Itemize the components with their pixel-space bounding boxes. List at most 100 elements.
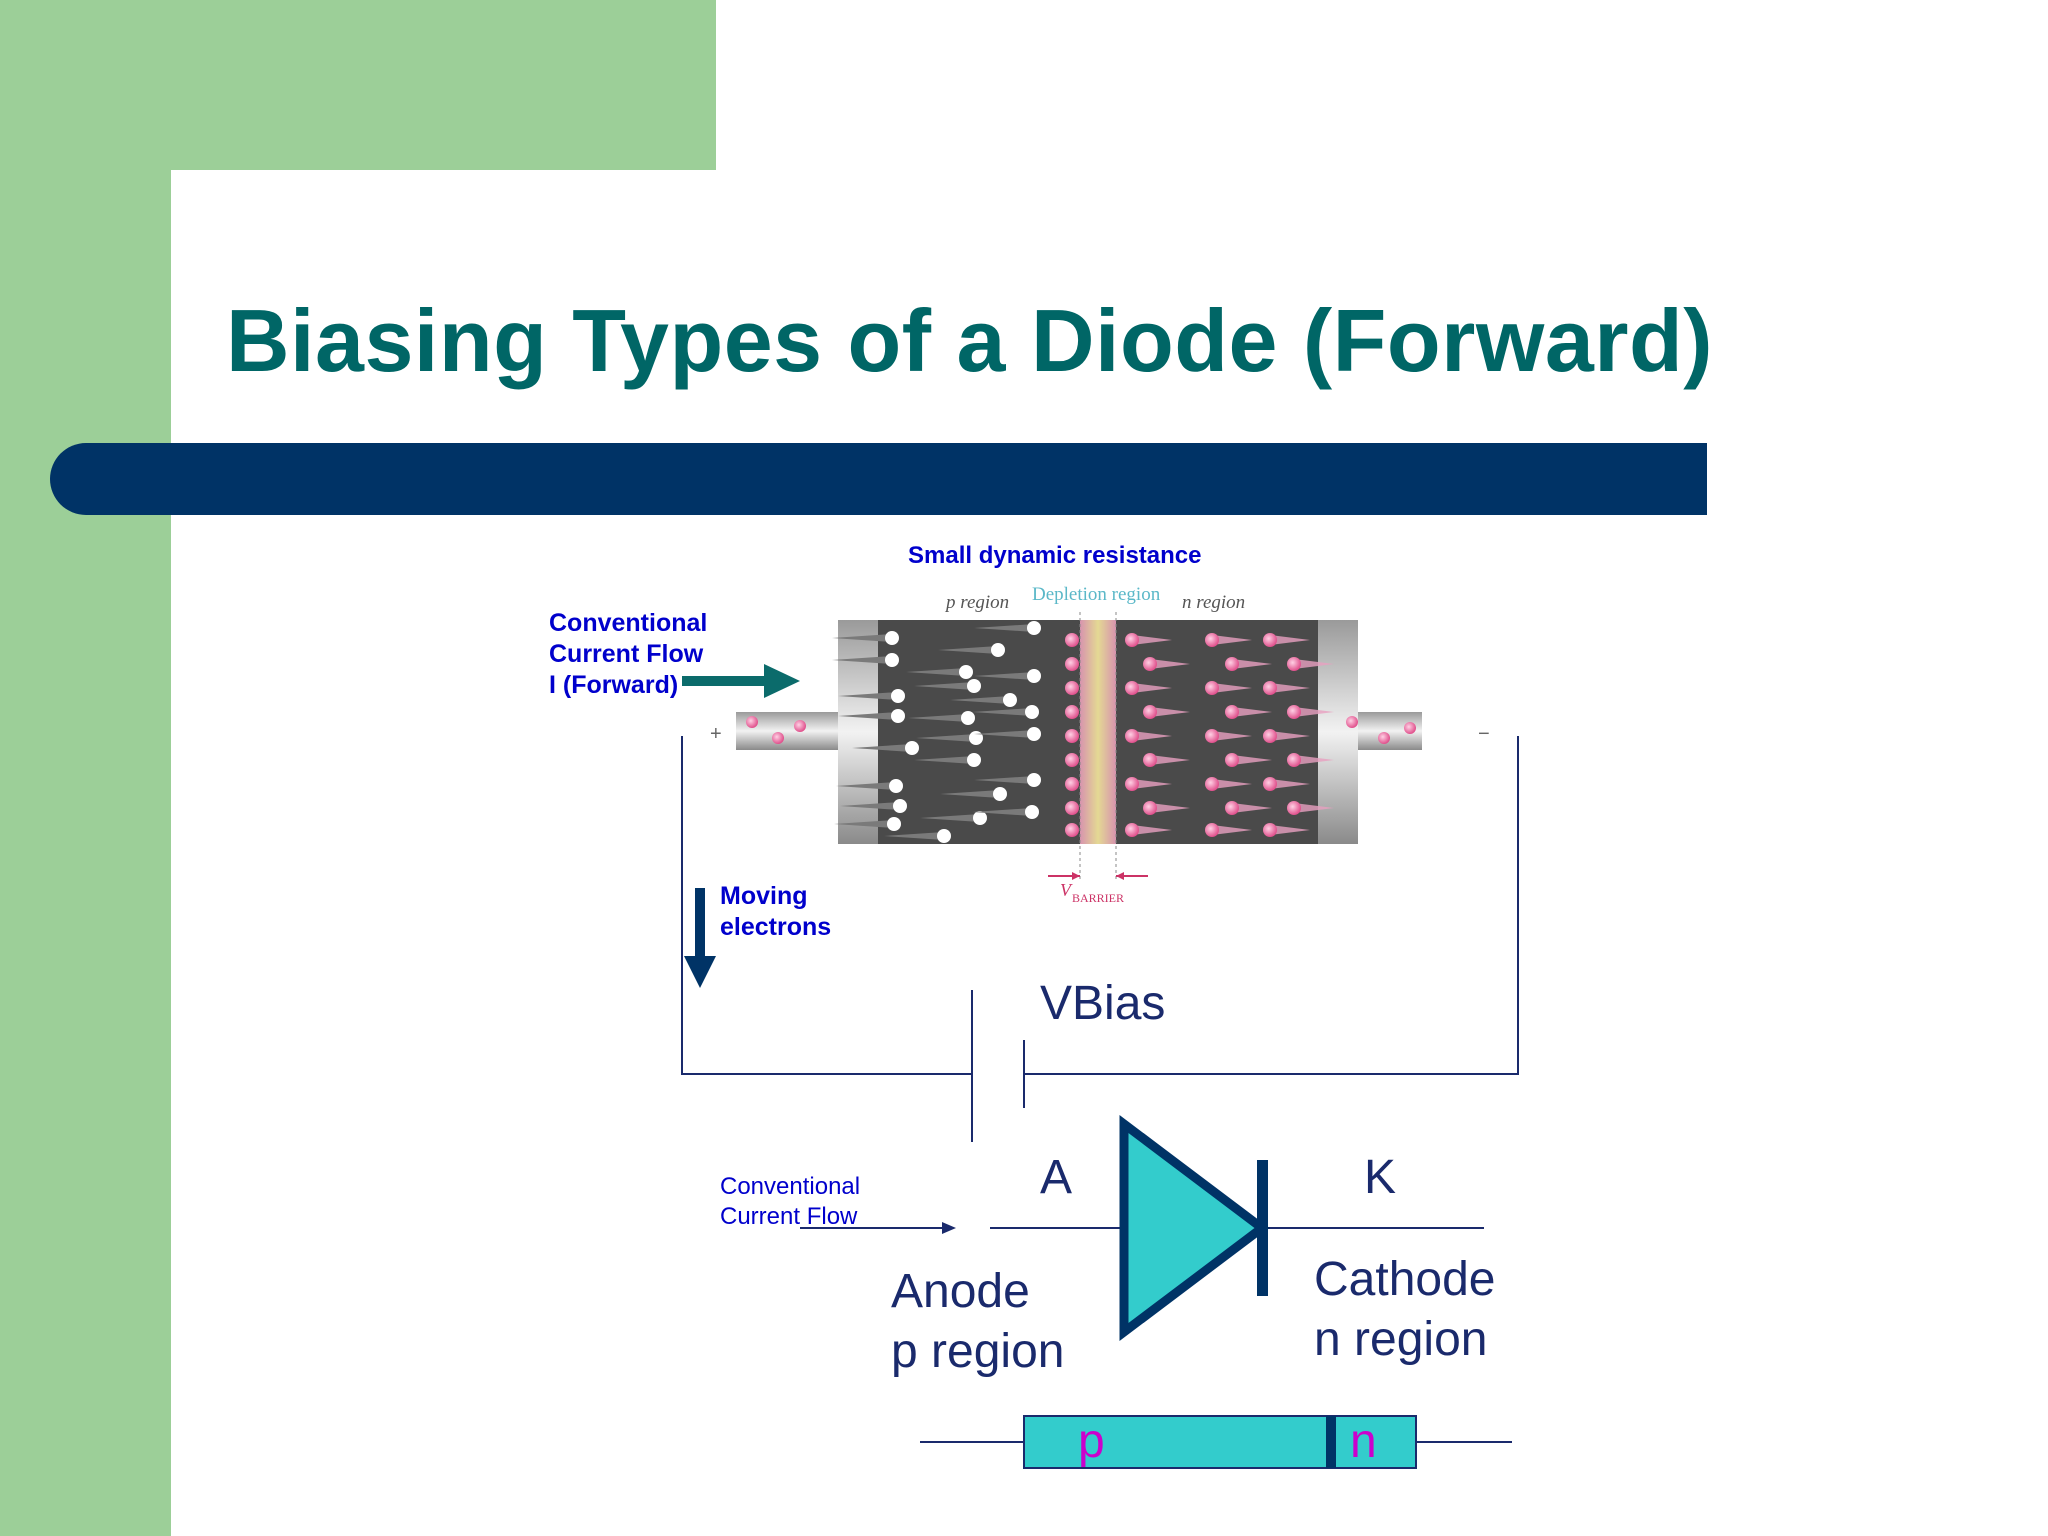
diode-triangle-symbol <box>1119 1114 1270 1342</box>
electron-trail <box>1150 659 1190 669</box>
electron <box>1065 705 1079 719</box>
electron-trail <box>1270 825 1310 835</box>
lead-electron <box>1404 722 1416 734</box>
hole-trail <box>832 634 892 642</box>
cathode-line-1: Cathode <box>1314 1253 1496 1306</box>
electron-trail <box>1132 779 1172 789</box>
hole-trail <box>972 708 1032 716</box>
electron-trail <box>1212 825 1252 835</box>
depletion-region <box>1080 620 1116 844</box>
conventional-line-3: I (Forward) <box>549 671 679 699</box>
hole <box>967 753 981 767</box>
current-arrow-head <box>764 664 800 698</box>
pn-bar-n-letter: n <box>1350 1415 1377 1468</box>
hole <box>973 811 987 825</box>
cathode-letter: K <box>1364 1151 1397 1204</box>
hole-trail <box>920 814 980 822</box>
electron <box>1125 823 1139 837</box>
anode-letter: A <box>1040 1151 1073 1204</box>
electron-trail <box>1132 635 1172 645</box>
hole-trail <box>974 672 1034 680</box>
electron-trail <box>1150 707 1190 717</box>
electron-trail <box>1294 803 1334 813</box>
lead-electron <box>794 720 806 732</box>
diode-crystal-figure <box>736 612 1422 880</box>
hole <box>885 631 899 645</box>
small-conventional-line-2: Current Flow <box>720 1203 858 1230</box>
electron <box>1263 777 1277 791</box>
electron <box>1143 657 1157 671</box>
electron-trail <box>1232 755 1272 765</box>
electron <box>1065 657 1079 671</box>
electron-trail <box>1132 825 1172 835</box>
pn-junction-bar <box>1023 1415 1417 1469</box>
anode-label: Anode p region <box>891 1262 1064 1382</box>
hole <box>967 679 981 693</box>
hole-trail <box>840 802 900 810</box>
n-region-caption: n region <box>1182 592 1245 613</box>
hole <box>891 689 905 703</box>
hole <box>1027 669 1041 683</box>
lead-electron <box>746 716 758 728</box>
pn-junction-divider <box>1326 1416 1336 1468</box>
barrier-voltage-subscript: BARRIER <box>1072 891 1124 905</box>
figure-caption: Small dynamic resistance <box>908 542 1202 569</box>
electron <box>1225 753 1239 767</box>
plus-terminal-sign: + <box>710 723 722 745</box>
electron-trail <box>1270 683 1310 693</box>
electron <box>1225 801 1239 815</box>
electron <box>1065 729 1079 743</box>
hole <box>1025 805 1039 819</box>
minus-terminal-sign: − <box>1478 723 1490 745</box>
electron <box>1065 801 1079 815</box>
hole-trail <box>974 730 1034 738</box>
small-current-arrowhead <box>942 1222 956 1234</box>
hole <box>969 731 983 745</box>
hole-trail <box>906 668 966 676</box>
right-wire <box>1024 736 1519 1075</box>
small-conventional-current-label: Conventional Current Flow <box>720 1172 860 1232</box>
hole-trail <box>972 808 1032 816</box>
electron <box>1263 681 1277 695</box>
electron <box>1125 633 1139 647</box>
conventional-line-2: Current Flow <box>549 640 704 668</box>
hole-trail <box>838 692 898 700</box>
barrier-arrowhead-right <box>1116 872 1124 880</box>
side-green-band <box>0 0 171 1536</box>
electron-trail <box>1294 755 1334 765</box>
hole-trail <box>914 682 974 690</box>
electron <box>1287 657 1301 671</box>
hole <box>889 779 903 793</box>
cathode-line-2: n region <box>1314 1313 1488 1366</box>
electron <box>1225 657 1239 671</box>
pn-bar-p-letter: p <box>1078 1415 1105 1468</box>
electron <box>1205 681 1219 695</box>
electron <box>1065 753 1079 767</box>
electron <box>1287 705 1301 719</box>
electron-trail <box>1232 659 1272 669</box>
electron <box>1287 801 1301 815</box>
hole <box>991 643 1005 657</box>
electron <box>1205 823 1219 837</box>
hole <box>893 799 907 813</box>
anode-line-2: p region <box>891 1325 1065 1378</box>
conventional-line-1: Conventional <box>549 609 708 637</box>
hole <box>961 711 975 725</box>
electron-trail <box>1270 635 1310 645</box>
electron <box>1065 681 1079 695</box>
hole-trail <box>834 820 894 828</box>
hole-trail <box>832 656 892 664</box>
electron-trail <box>1270 779 1310 789</box>
electron <box>1225 705 1239 719</box>
hole <box>993 787 1007 801</box>
hole-trail <box>852 744 912 752</box>
electron-trail <box>1150 803 1190 813</box>
hole <box>937 829 951 843</box>
slide-title: Biasing Types of a Diode (Forward) <box>226 291 1714 390</box>
hole-trail <box>974 776 1034 784</box>
electron-streaks <box>746 633 1416 837</box>
conventional-current-label: Conventional Current Flow I (Forward) <box>549 608 707 701</box>
electron-trail <box>1212 779 1252 789</box>
current-arrow-shaft <box>682 676 766 686</box>
electron <box>1205 729 1219 743</box>
